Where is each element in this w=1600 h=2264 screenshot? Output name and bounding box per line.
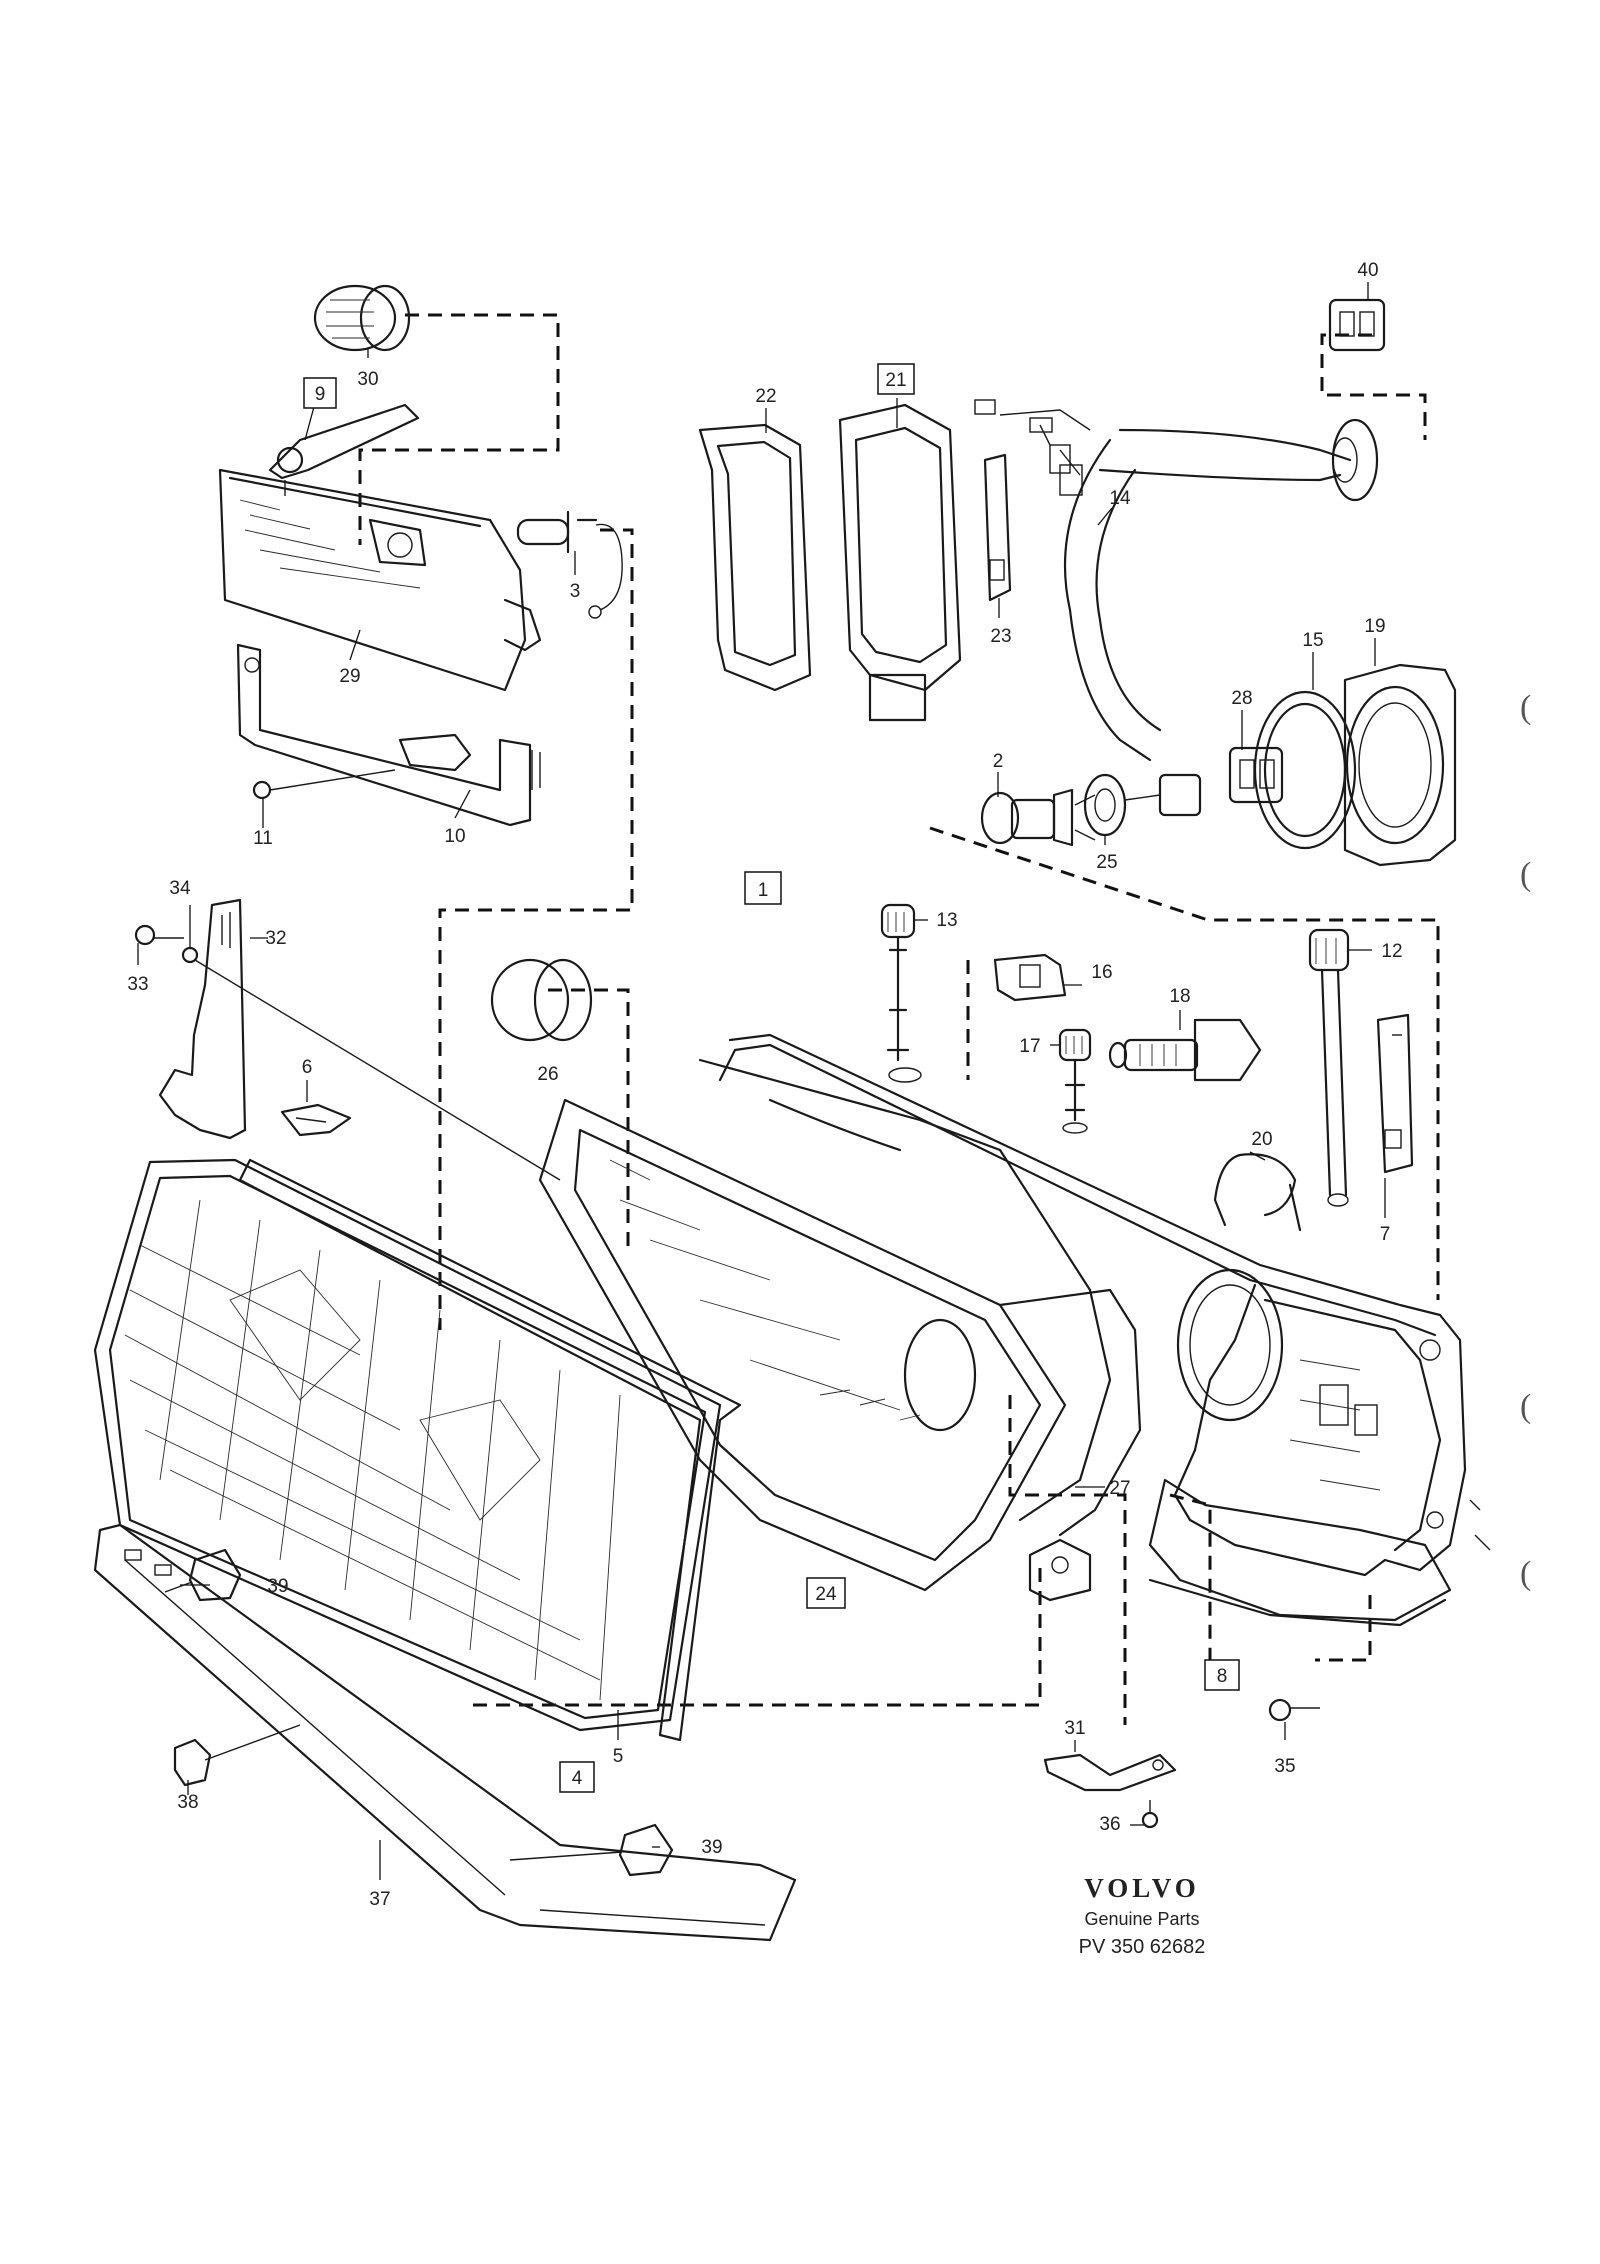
part-28-connector bbox=[1228, 746, 1284, 804]
assembly-guide-lines bbox=[358, 313, 1440, 1725]
callout-32: 32 bbox=[265, 928, 286, 949]
callout-36: 36 bbox=[1099, 1814, 1120, 1835]
part-17-adjuster bbox=[1058, 1028, 1092, 1134]
callout-39-lower: 39 bbox=[701, 1837, 722, 1858]
part-36-screw bbox=[1141, 1800, 1159, 1829]
part-33-screw bbox=[134, 924, 184, 946]
callout-8: 8 bbox=[1217, 1666, 1228, 1687]
part-39-clip-a bbox=[164, 1548, 242, 1602]
callout-26: 26 bbox=[537, 1064, 558, 1085]
callout-22: 22 bbox=[755, 386, 776, 407]
part-3-bulb bbox=[516, 510, 623, 619]
part-20-spring bbox=[1213, 1153, 1302, 1232]
callout-34: 34 bbox=[169, 878, 191, 899]
part-14-wiring-harness bbox=[974, 399, 1379, 762]
callout-39-upper: 39 bbox=[267, 1576, 288, 1597]
callout-19: 19 bbox=[1364, 616, 1385, 637]
part-13-adjuster bbox=[880, 903, 922, 1083]
callout-14: 14 bbox=[1109, 488, 1131, 509]
callout-40: 40 bbox=[1357, 260, 1378, 281]
part-5-seal bbox=[238, 1158, 742, 1742]
callout-35: 35 bbox=[1274, 1756, 1295, 1777]
part-37-trim-strip bbox=[93, 1523, 797, 1942]
svg-text:(: ( bbox=[1520, 689, 1531, 726]
callout-11: 11 bbox=[253, 828, 273, 849]
part-25-bulb-holder bbox=[1083, 773, 1202, 837]
part-sheet-code: PV 350 62682 bbox=[1079, 1936, 1206, 1958]
callout-2: 2 bbox=[993, 751, 1004, 772]
part-27-reflector bbox=[698, 1058, 1112, 1522]
part-30-bulb-cap bbox=[313, 284, 411, 352]
callout-3: 3 bbox=[570, 581, 581, 602]
callout-23: 23 bbox=[990, 626, 1011, 647]
binder-marks: ( ( ( ( bbox=[1520, 689, 1531, 1592]
callout-17: 17 bbox=[1019, 1036, 1040, 1057]
callout-33: 33 bbox=[127, 974, 148, 995]
callout-30: 30 bbox=[357, 369, 378, 390]
callout-28: 28 bbox=[1231, 688, 1252, 709]
callout-37: 37 bbox=[369, 1889, 390, 1910]
brand-block: VOLVO Genuine Parts PV 350 62682 bbox=[1079, 1873, 1206, 1958]
callout-13: 13 bbox=[936, 910, 957, 931]
callout-7: 7 bbox=[1380, 1224, 1391, 1245]
callout-29: 29 bbox=[339, 666, 360, 687]
part-12-adjuster-screw bbox=[1308, 928, 1350, 1207]
callout-10: 10 bbox=[444, 826, 465, 847]
part-39-clip-b bbox=[509, 1823, 674, 1877]
brand-subtitle: Genuine Parts bbox=[1084, 1909, 1199, 1929]
svg-text:(: ( bbox=[1520, 1388, 1531, 1425]
callout-27: 27 bbox=[1109, 1478, 1130, 1499]
part-40-connector bbox=[1328, 298, 1386, 352]
part-11-screw bbox=[252, 769, 396, 800]
callout-38: 38 bbox=[177, 1792, 198, 1813]
volvo-logo: VOLVO bbox=[1084, 1873, 1199, 1903]
part-34-washer bbox=[181, 946, 561, 1181]
callout-18: 18 bbox=[1169, 986, 1190, 1007]
part-18-bulb-holder bbox=[1108, 1018, 1262, 1082]
part-24-housing bbox=[538, 1098, 1142, 1592]
part-19-cover bbox=[1343, 663, 1457, 867]
part-23-clip bbox=[983, 453, 1012, 602]
part-22-gasket bbox=[698, 423, 812, 692]
callout-20: 20 bbox=[1251, 1129, 1272, 1150]
callout-16: 16 bbox=[1091, 962, 1112, 983]
part-6-clip bbox=[280, 1103, 352, 1137]
part-4-lens bbox=[93, 1158, 722, 1732]
part-7-clip bbox=[1376, 1013, 1414, 1174]
callout-21: 21 bbox=[885, 370, 906, 391]
callout-5: 5 bbox=[613, 1746, 624, 1767]
part-2-halogen-bulb bbox=[980, 788, 1096, 847]
part-38-clip bbox=[173, 1724, 301, 1787]
part-8-lower-panel bbox=[1148, 1578, 1447, 1627]
part-29-parking-lamp bbox=[218, 468, 542, 692]
callout-1: 1 bbox=[758, 880, 769, 901]
part-1-headlamp-body bbox=[718, 1033, 1491, 1622]
part-31-bracket bbox=[1043, 1753, 1177, 1792]
callout-31: 31 bbox=[1064, 1718, 1085, 1739]
callout-9: 9 bbox=[315, 384, 326, 405]
callout-15: 15 bbox=[1302, 630, 1323, 651]
part-32-bracket bbox=[158, 898, 247, 1140]
callout-6: 6 bbox=[302, 1057, 313, 1078]
svg-text:(: ( bbox=[1520, 856, 1531, 893]
callout-12: 12 bbox=[1381, 941, 1402, 962]
part-10-bracket bbox=[236, 643, 541, 827]
callout-25: 25 bbox=[1096, 852, 1117, 873]
svg-text:(: ( bbox=[1520, 1555, 1531, 1592]
part-35-screw bbox=[1268, 1698, 1320, 1722]
part-16-relay bbox=[993, 953, 1067, 1002]
part-15-retaining-ring bbox=[1253, 690, 1357, 850]
part-callouts: 1 2 3 4 5 6 7 8 9 10 11 12 13 14 15 16 1… bbox=[127, 260, 1402, 1910]
part-21-cover bbox=[838, 403, 962, 722]
part-26-cap bbox=[490, 958, 593, 1042]
callout-24: 24 bbox=[815, 1584, 837, 1605]
callout-4: 4 bbox=[572, 1768, 583, 1789]
